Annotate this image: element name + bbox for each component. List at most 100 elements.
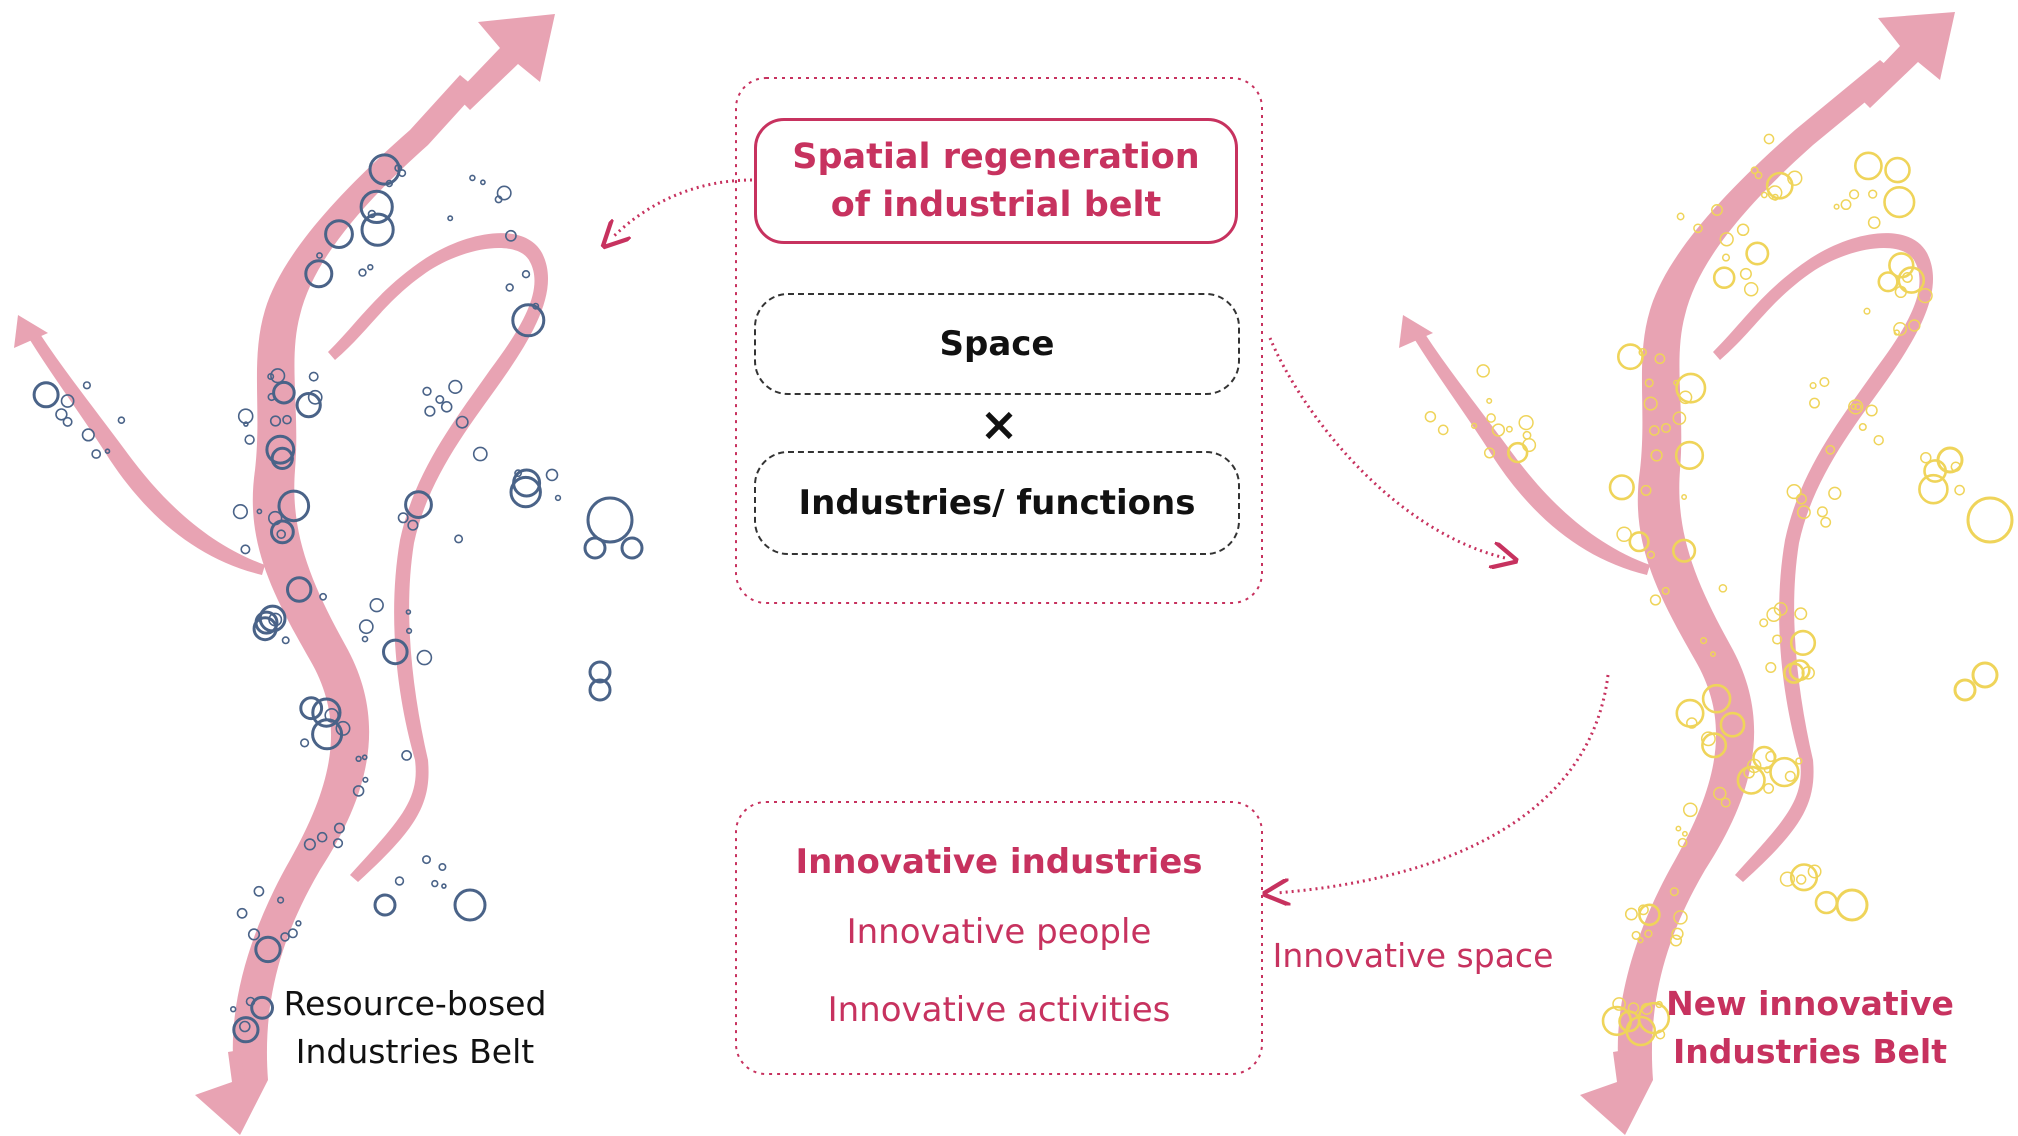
multiply-operator: × (979, 397, 1019, 451)
bubble-mark (1655, 1029, 1666, 1040)
bubble-mark (358, 619, 374, 635)
space-box: Space (754, 293, 1240, 395)
bubble-mark (316, 831, 328, 843)
bubble-mark (1699, 636, 1708, 645)
left-belt-main-branch (232, 75, 478, 1080)
bubble-mark (55, 408, 68, 421)
bubble-mark (554, 494, 562, 502)
bubble-mark (1654, 353, 1666, 365)
right-belt-circle-cluster (1424, 133, 2014, 1047)
bubble-mark (394, 876, 405, 886)
bubble-mark (505, 283, 514, 292)
bubble-mark (1616, 526, 1632, 543)
arrow-to-right-belt (1268, 337, 1505, 558)
bubble-mark (1917, 287, 1933, 304)
bubble-mark (454, 534, 464, 544)
bubble-mark (367, 264, 374, 271)
bubble-mark (1505, 425, 1513, 433)
bubble-mark (367, 209, 377, 219)
bubble-mark (1814, 890, 1839, 915)
bubble-mark (230, 1005, 237, 1013)
industries-functions-box: Industries/ functions (754, 451, 1240, 555)
left-belt-arrowhead-top (455, 14, 555, 110)
bubble-mark (1743, 281, 1759, 297)
bubble-mark (332, 838, 344, 849)
bubble-mark (1867, 216, 1881, 229)
bubble-mark (304, 259, 334, 289)
bubble-mark (1918, 473, 1949, 505)
center-top-dotted-frame (735, 77, 1263, 604)
bubble-mark (472, 446, 488, 462)
right-belt-arrowhead-bottom (1580, 1050, 1653, 1135)
bubble-mark (588, 660, 612, 684)
bubble-mark (1833, 203, 1840, 210)
bubble-mark (620, 536, 644, 560)
bubble-mark (1644, 378, 1654, 388)
bubble-mark (1835, 888, 1869, 922)
bubble-mark (1486, 413, 1496, 423)
bubble-mark (355, 755, 362, 762)
bubble-mark (447, 215, 454, 222)
bubble-mark (237, 408, 254, 425)
bubble-mark (1953, 678, 1977, 702)
bubble-mark (1848, 399, 1864, 415)
left-belt-arrowhead-bottom (195, 1050, 268, 1135)
bubble-mark (276, 529, 287, 540)
bubble-mark (1701, 683, 1732, 714)
bubble-mark (1819, 377, 1830, 388)
bubble-mark (253, 885, 265, 897)
bubble-mark (1693, 223, 1703, 234)
bubble-mark (358, 268, 367, 277)
bubble-mark (316, 252, 323, 259)
innovative-space-label: Innovative space (1272, 936, 1554, 975)
left-belt-caption-line2: Industries Belt (295, 1032, 535, 1071)
bubble-mark (438, 862, 447, 871)
bubble-mark (1920, 451, 1932, 464)
space-label: Space (939, 324, 1055, 364)
bubble-mark (236, 907, 248, 919)
bubble-mark (382, 638, 409, 666)
bubble-mark (1720, 797, 1731, 808)
bubble-mark (1873, 434, 1884, 446)
bubble-mark (1649, 594, 1662, 606)
bubble-mark (1669, 887, 1679, 897)
bubble-mark (583, 536, 607, 560)
bubble-mark (1766, 607, 1782, 623)
bubble-mark (295, 392, 322, 419)
bubble-mark (360, 212, 395, 247)
bubble-mark (397, 512, 409, 524)
bubble-mark (1628, 531, 1650, 553)
bubble-mark (1850, 403, 1857, 410)
bubble-mark (352, 785, 365, 797)
right-belt-west-branch (1415, 334, 1650, 575)
bubble-mark (1789, 629, 1817, 657)
bubble-mark (453, 888, 487, 922)
bubble-mark (1796, 505, 1811, 520)
bubble-mark (1840, 199, 1852, 211)
bubble-mark (1718, 583, 1728, 593)
bubble-mark (1825, 444, 1836, 455)
bubble-mark (361, 635, 369, 643)
bubble-mark (1669, 934, 1683, 947)
bubble-mark (250, 995, 275, 1020)
bubble-mark (333, 822, 345, 834)
bubble-mark (232, 504, 248, 520)
bubble-mark (286, 576, 313, 603)
bubble-mark (32, 381, 60, 409)
bubble-mark (1661, 586, 1670, 595)
bubble-mark (307, 389, 323, 405)
bubble-mark (252, 616, 278, 642)
bubble-mark (272, 380, 296, 405)
bubble-mark (406, 627, 413, 635)
bubble-mark (1681, 830, 1688, 837)
bubble-mark (1745, 241, 1770, 266)
bubble-mark (398, 169, 407, 178)
bubble-mark (1883, 186, 1916, 219)
bubble-mark (504, 229, 517, 242)
bubble-mark (281, 636, 290, 645)
bubble-mark (1795, 493, 1807, 505)
bubble-mark (1966, 496, 2014, 544)
bubble-mark (1522, 430, 1532, 440)
left-industrial-belt (14, 14, 555, 1135)
bubble-mark (435, 394, 445, 404)
